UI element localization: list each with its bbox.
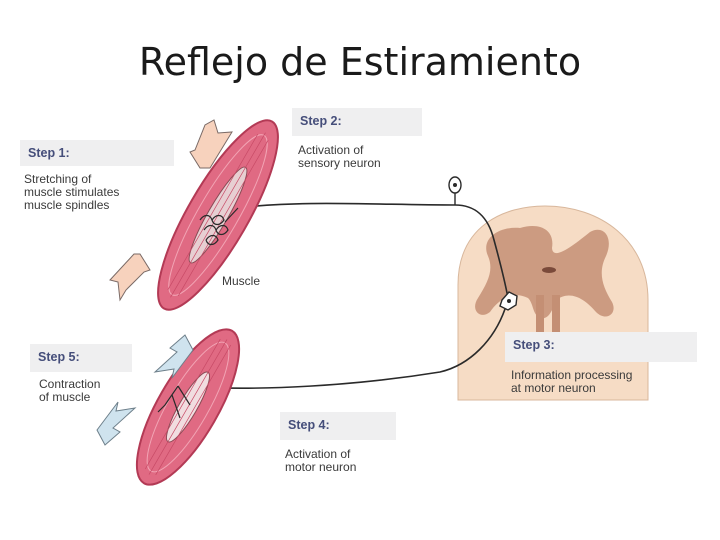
muscle-label: Muscle bbox=[222, 274, 261, 288]
step-2-description: Activation of sensory neuron bbox=[298, 143, 381, 170]
contract-arrow-up bbox=[96, 401, 137, 446]
step-4-description: Activation of motor neuron bbox=[285, 447, 357, 474]
spindle-coil bbox=[199, 207, 239, 246]
sensory-neuron-fiber bbox=[237, 202, 509, 299]
step-5-header: Step 5: bbox=[30, 344, 132, 372]
step-4-header: Step 4: bbox=[280, 412, 396, 440]
step-5-description: Contraction of muscle bbox=[39, 377, 101, 404]
motor-end-branches bbox=[157, 385, 191, 419]
step-3-header: Step 3: bbox=[505, 332, 697, 362]
lower-muscle bbox=[135, 328, 241, 486]
step-2-header: Step 2: bbox=[292, 108, 422, 136]
stretch-arrow-down bbox=[109, 253, 151, 302]
step-1-description: Stretching of muscle stimulates muscle s… bbox=[24, 172, 120, 212]
slide-title: Reflejo de Estiramiento bbox=[138, 40, 582, 84]
stretch-arrow-up bbox=[189, 119, 233, 169]
central-canal bbox=[542, 267, 556, 273]
step-3-description: Information processing at motor neuron bbox=[511, 368, 633, 395]
contract-arrow-down bbox=[153, 334, 194, 379]
step-1-header: Step 1: bbox=[20, 140, 174, 166]
motor-neuron-fiber bbox=[177, 308, 506, 389]
